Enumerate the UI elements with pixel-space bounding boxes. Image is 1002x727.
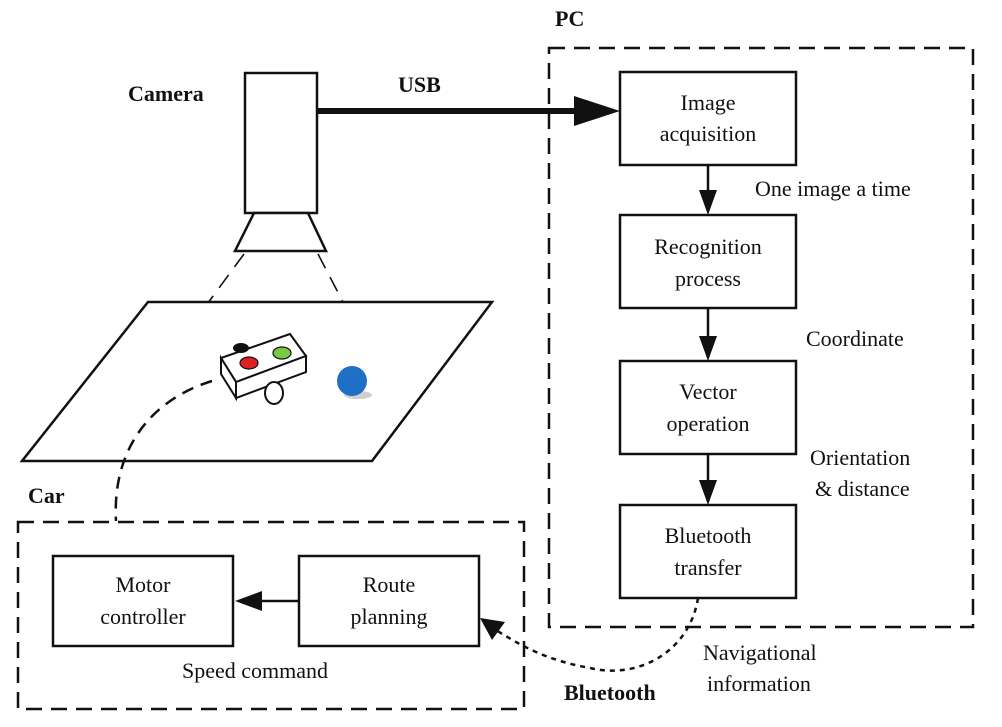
vector-operation-box	[618, 359, 798, 456]
bluetooth-link-dashed	[495, 597, 700, 672]
target-ball-icon	[337, 366, 372, 399]
arrowhead-route-to-motor	[235, 591, 262, 611]
orientation-label-2: & distance	[815, 476, 910, 501]
arrowhead-recog-to-vector	[699, 336, 717, 361]
motor-controller-text-1: Motor	[116, 572, 172, 597]
recognition-process-box	[618, 213, 798, 310]
camera-lens	[232, 211, 328, 253]
usb-arrowhead	[574, 96, 620, 126]
image-acquisition-text-1: Image	[681, 90, 736, 115]
navigational-label-1: Navigational	[703, 640, 817, 665]
pc-label: PC	[555, 6, 584, 31]
vector-operation-text-1: Vector	[679, 379, 737, 404]
camera-label: Camera	[128, 81, 204, 106]
bluetooth-transfer-text-1: Bluetooth	[665, 523, 752, 548]
one-image-label: One image a time	[755, 176, 911, 201]
speed-command-label: Speed command	[182, 658, 328, 683]
robot-car-icon	[219, 332, 308, 405]
car-label: Car	[28, 483, 65, 508]
motor-controller-text-2: controller	[100, 604, 186, 629]
motor-controller-box	[51, 554, 235, 648]
arrowhead-vector-to-bt	[699, 480, 717, 505]
route-planning-box	[297, 554, 481, 648]
camera-body	[243, 71, 319, 215]
recognition-process-text-2: process	[675, 266, 741, 291]
car-path-dashed	[114, 379, 213, 522]
image-acquisition-box	[618, 70, 798, 167]
bluetooth-transfer-text-2: transfer	[674, 555, 742, 580]
car-group-boundary	[16, 520, 526, 711]
coordinate-label: Coordinate	[806, 326, 904, 351]
arrowhead-acq-to-recog	[699, 190, 717, 215]
bluetooth-transfer-box	[618, 503, 798, 600]
bluetooth-label: Bluetooth	[564, 680, 656, 705]
image-acquisition-text-2: acquisition	[660, 121, 757, 146]
route-planning-text-1: Route	[363, 572, 416, 597]
navigational-label-2: information	[707, 671, 811, 696]
vector-operation-text-2: operation	[666, 411, 749, 436]
orientation-label-1: Orientation	[810, 445, 910, 470]
recognition-process-text-1: Recognition	[654, 234, 762, 259]
route-planning-text-2: planning	[351, 604, 428, 629]
usb-label: USB	[398, 72, 441, 97]
pc-group-boundary	[547, 46, 975, 629]
bluetooth-link-arrowhead	[480, 618, 505, 640]
